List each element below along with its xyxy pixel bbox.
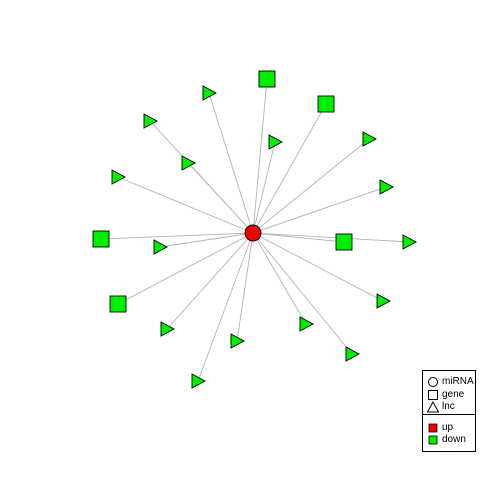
legend-item-down: down [427, 434, 466, 446]
legend-label-down: down [442, 434, 466, 445]
lnc-node[interactable] [299, 316, 314, 332]
network-edge [252, 232, 307, 325]
legend-label-gene: gene [442, 389, 465, 400]
gene-node[interactable] [335, 233, 353, 251]
lnc-node[interactable] [202, 85, 217, 101]
square-icon [428, 390, 438, 400]
network-edge [100, 232, 254, 240]
circle-icon [428, 377, 438, 387]
network-edge [166, 232, 254, 330]
network-edge [159, 232, 254, 248]
legend-label-up: up [442, 422, 454, 433]
lnc-node[interactable] [111, 169, 126, 185]
network-edge [252, 138, 370, 234]
lnc-node[interactable] [376, 293, 391, 309]
lnc-node[interactable] [268, 134, 283, 150]
lnc-node[interactable] [160, 321, 175, 337]
legend-item-mirna: miRNA [427, 376, 474, 388]
lnc-node[interactable] [191, 373, 206, 389]
legend-item-up: up [427, 422, 453, 434]
network-edge [117, 176, 254, 234]
network-edge [252, 186, 387, 234]
lnc-node[interactable] [345, 346, 360, 362]
lnc-node[interactable] [230, 333, 245, 349]
lnc-node[interactable] [379, 179, 394, 195]
gene-node[interactable] [317, 95, 335, 113]
network-edge [252, 103, 327, 234]
triangle-icon [427, 401, 439, 413]
network-edge [117, 232, 254, 305]
shape-legend: miRNA gene lnc [422, 370, 476, 416]
gene-node[interactable] [109, 295, 127, 313]
color-legend: up down [422, 414, 476, 452]
network-edge [236, 232, 254, 342]
edge-layer [100, 78, 410, 382]
network-edge [252, 232, 410, 243]
lnc-node[interactable] [181, 155, 196, 171]
gene-node[interactable] [258, 70, 276, 88]
down-swatch-icon [428, 435, 438, 445]
up-swatch-icon [428, 423, 438, 433]
legend-label-lnc: lnc [442, 401, 455, 412]
network-edge [252, 232, 345, 243]
lnc-node[interactable] [362, 131, 377, 147]
legend-item-gene: gene [427, 389, 464, 401]
legend-label-mirna: miRNA [442, 376, 474, 387]
network-edge [208, 92, 254, 234]
gene-node[interactable] [92, 230, 110, 248]
network-edge [252, 141, 276, 234]
network-edge [252, 232, 384, 302]
lnc-node[interactable] [402, 234, 417, 250]
network-edge [252, 78, 268, 234]
network-edge [252, 232, 353, 355]
lnc-node[interactable] [153, 239, 168, 255]
center-node[interactable] [244, 224, 262, 242]
network-edge [187, 162, 254, 234]
lnc-node[interactable] [143, 113, 158, 129]
network-edge [197, 232, 254, 382]
legend-item-lnc: lnc [427, 401, 455, 413]
node-layer [92, 70, 417, 389]
